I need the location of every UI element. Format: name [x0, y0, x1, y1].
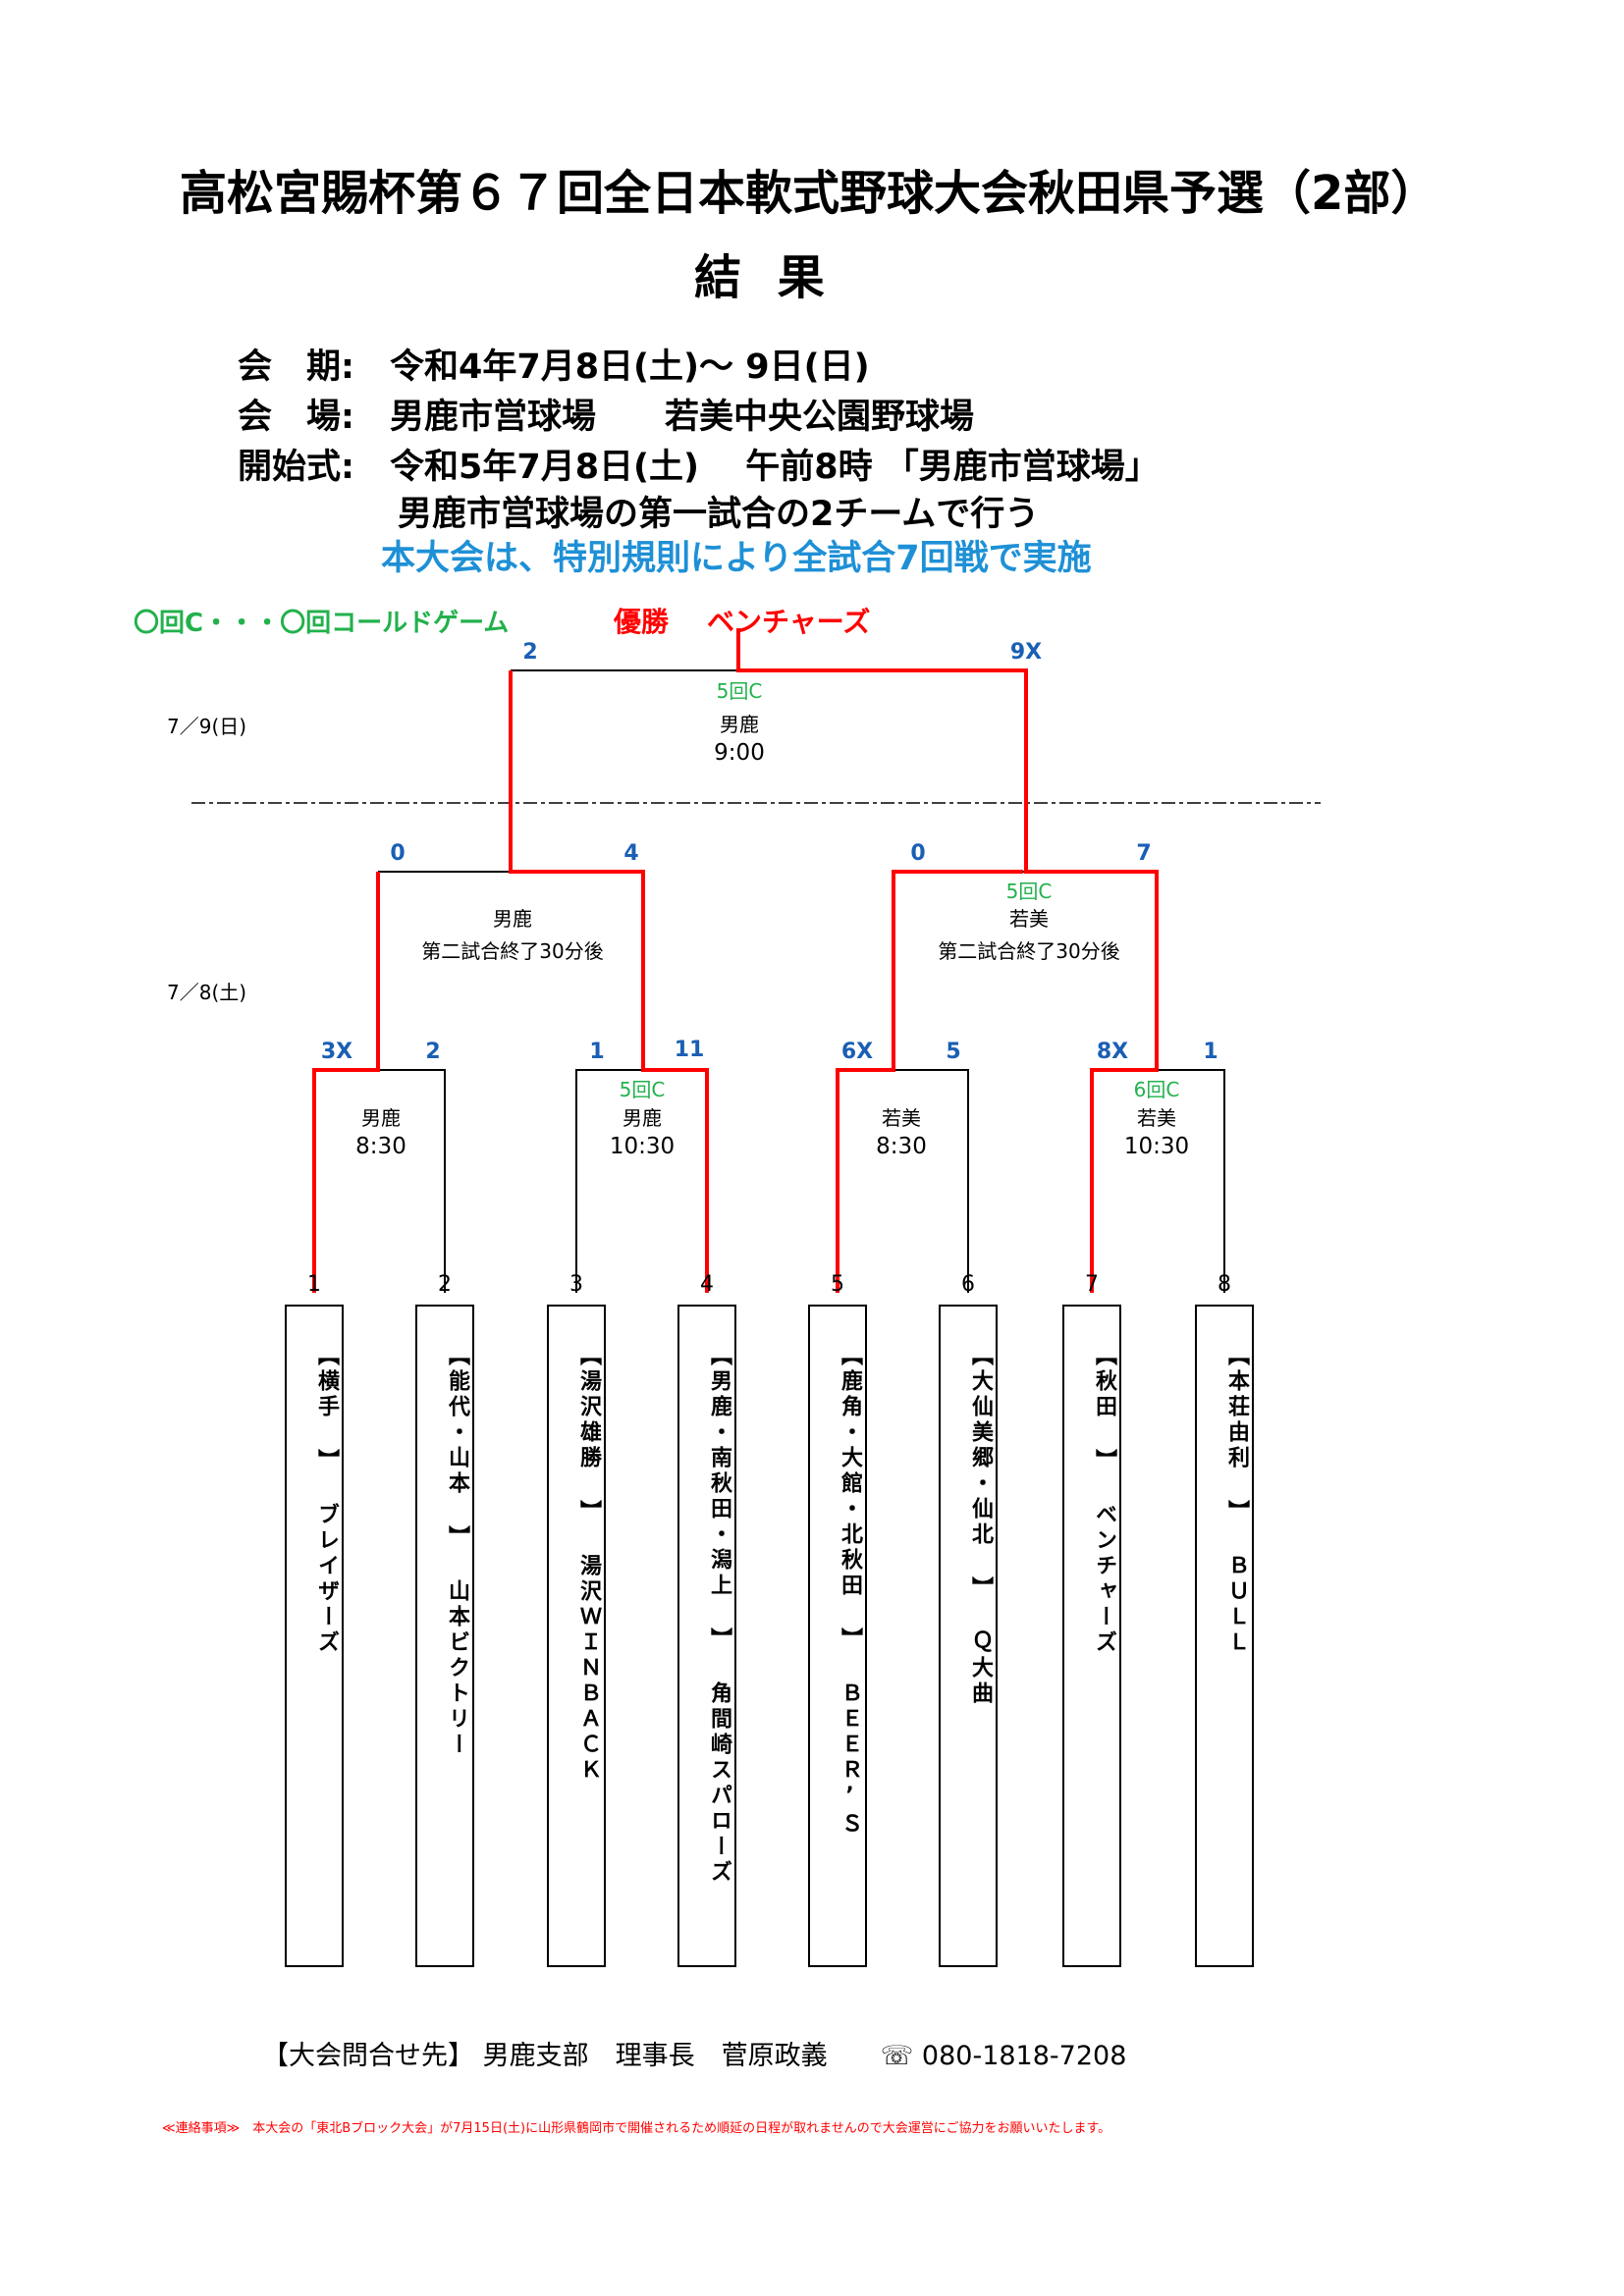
- final-score-left: 2: [522, 640, 538, 665]
- team-number-3: 3: [569, 1272, 583, 1297]
- champion-label: 優勝: [614, 606, 670, 638]
- notice: ≪連絡事項≫ 本大会の「東北Bブロック大会」が7月15日(土)に山形県鶴岡市で開…: [162, 2121, 1111, 2136]
- semi2-score-right: 7: [1136, 841, 1152, 866]
- team-box-8: 【本荘由利 】 ＢＵＬＬ: [1195, 1305, 1254, 1967]
- team-number-7: 7: [1085, 1272, 1099, 1297]
- final-venue: 男鹿: [720, 713, 759, 736]
- team-number-8: 8: [1218, 1272, 1231, 1297]
- r1-game1-time: 8:30: [355, 1134, 406, 1159]
- rule-note: 本大会は、特別規則により全試合7回戦で実施: [381, 539, 1092, 578]
- team-name-1: 【横手 】 ブレイザーズ: [314, 1344, 339, 1656]
- page-subtitle: 結 果: [694, 250, 835, 305]
- r1-game3-venue: 若美: [882, 1106, 921, 1130]
- opening-label: 開始式:: [238, 448, 354, 487]
- team-box-3: 【湯沢雄勝 】 湯沢ＷＩＮＢＡＣＫ: [547, 1305, 606, 1967]
- cold-game-legend: 〇回C・・・〇回コールドゲーム: [134, 609, 510, 638]
- r1-game1-score-left: 3X: [320, 1040, 353, 1064]
- r1-game2-score-left: 1: [589, 1040, 605, 1064]
- team-box-6: 【大仙美郷・仙北 】 Ｑ大曲: [939, 1305, 998, 1967]
- team-number-1: 1: [307, 1272, 321, 1297]
- r1-game2-venue: 男鹿: [623, 1106, 662, 1130]
- final-cold: 5回C: [716, 679, 763, 703]
- venue-value: 男鹿市営球場 若美中央公園野球場: [390, 398, 975, 437]
- date-day1: 7／8(土): [167, 981, 247, 1004]
- team-name-3: 【湯沢雄勝 】 湯沢ＷＩＮＢＡＣＫ: [576, 1344, 601, 1784]
- r1-game1-score-right: 2: [425, 1040, 441, 1064]
- r1-game4-time: 10:30: [1123, 1134, 1190, 1159]
- semi2-score-left: 0: [910, 841, 926, 866]
- team-box-2: 【能代・山本 】 山本ビクトリー: [415, 1305, 474, 1967]
- team-number-5: 5: [831, 1272, 844, 1297]
- team-number-4: 4: [700, 1272, 714, 1297]
- contact-info: 【大会問合せ先】 男鹿支部 理事長 菅原政義 ☏ 080-1818-7208: [262, 2041, 1127, 2071]
- semi1-time: 第二試合終了30分後: [421, 939, 604, 963]
- r1-game4-cold: 6回C: [1133, 1078, 1180, 1101]
- team-name-5: 【鹿角・大館・北秋田 】 ＢＥＥＲ’Ｓ: [838, 1344, 862, 1838]
- semi1-score-right: 4: [623, 841, 639, 866]
- r1-game4-score-left: 8X: [1096, 1040, 1129, 1064]
- final-time: 9:00: [714, 740, 765, 766]
- period-label: 会 期:: [238, 347, 354, 387]
- date-day2: 7／9(日): [167, 715, 247, 738]
- team-box-4: 【男鹿・南秋田・潟上 】 角間崎スパローズ: [677, 1305, 736, 1967]
- team-name-2: 【能代・山本 】 山本ビクトリー: [445, 1344, 469, 1758]
- bracket-lines-winner: [312, 628, 1159, 1293]
- champion-team: ベンチャーズ: [707, 606, 871, 638]
- r1-game2-cold: 5回C: [619, 1078, 666, 1101]
- r1-game2-score-right: 11: [674, 1038, 705, 1062]
- team-box-5: 【鹿角・大館・北秋田 】 ＢＥＥＲ’Ｓ: [808, 1305, 867, 1967]
- team-name-6: 【大仙美郷・仙北 】 Ｑ大曲: [968, 1344, 993, 1707]
- semi1-venue: 男鹿: [493, 907, 532, 931]
- r1-game4-venue: 若美: [1137, 1106, 1176, 1130]
- r1-game2-time: 10:30: [609, 1134, 676, 1159]
- venue-label: 会 場:: [238, 398, 354, 437]
- team-name-8: 【本荘由利 】 ＢＵＬＬ: [1224, 1344, 1249, 1656]
- page-title: 高松宮賜杯第６７回全日本軟式野球大会秋田県予選（2部）: [180, 166, 1438, 221]
- r1-game4-score-right: 1: [1203, 1040, 1218, 1064]
- team-box-1: 【横手 】 ブレイザーズ: [285, 1305, 344, 1967]
- r1-game3-time: 8:30: [876, 1134, 927, 1159]
- semi1-score-left: 0: [390, 841, 406, 866]
- r1-game3-score-right: 5: [946, 1040, 961, 1064]
- semi2-time: 第二試合終了30分後: [938, 939, 1120, 963]
- team-number-6: 6: [961, 1272, 975, 1297]
- period-value: 令和4年7月8日(土)～ 9日(日): [390, 347, 870, 387]
- opening-value: 令和5年7月8日(土) 午前8時 「男鹿市営球場」: [390, 448, 1160, 487]
- team-name-7: 【秋田 】 ベンチャーズ: [1092, 1344, 1116, 1656]
- r1-game1-venue: 男鹿: [361, 1106, 401, 1130]
- final-score-right: 9X: [1009, 640, 1043, 665]
- team-box-7: 【秋田 】 ベンチャーズ: [1062, 1305, 1121, 1967]
- team-number-2: 2: [438, 1272, 452, 1297]
- semi2-venue: 若美: [1009, 907, 1049, 931]
- team-name-4: 【男鹿・南秋田・潟上 】 角間崎スパローズ: [707, 1344, 731, 1886]
- r1-game3-score-left: 6X: [840, 1040, 874, 1064]
- semi2-cold: 5回C: [1005, 880, 1053, 903]
- opening-note: 男鹿市営球場の第一試合の2チームで行う: [398, 495, 1040, 534]
